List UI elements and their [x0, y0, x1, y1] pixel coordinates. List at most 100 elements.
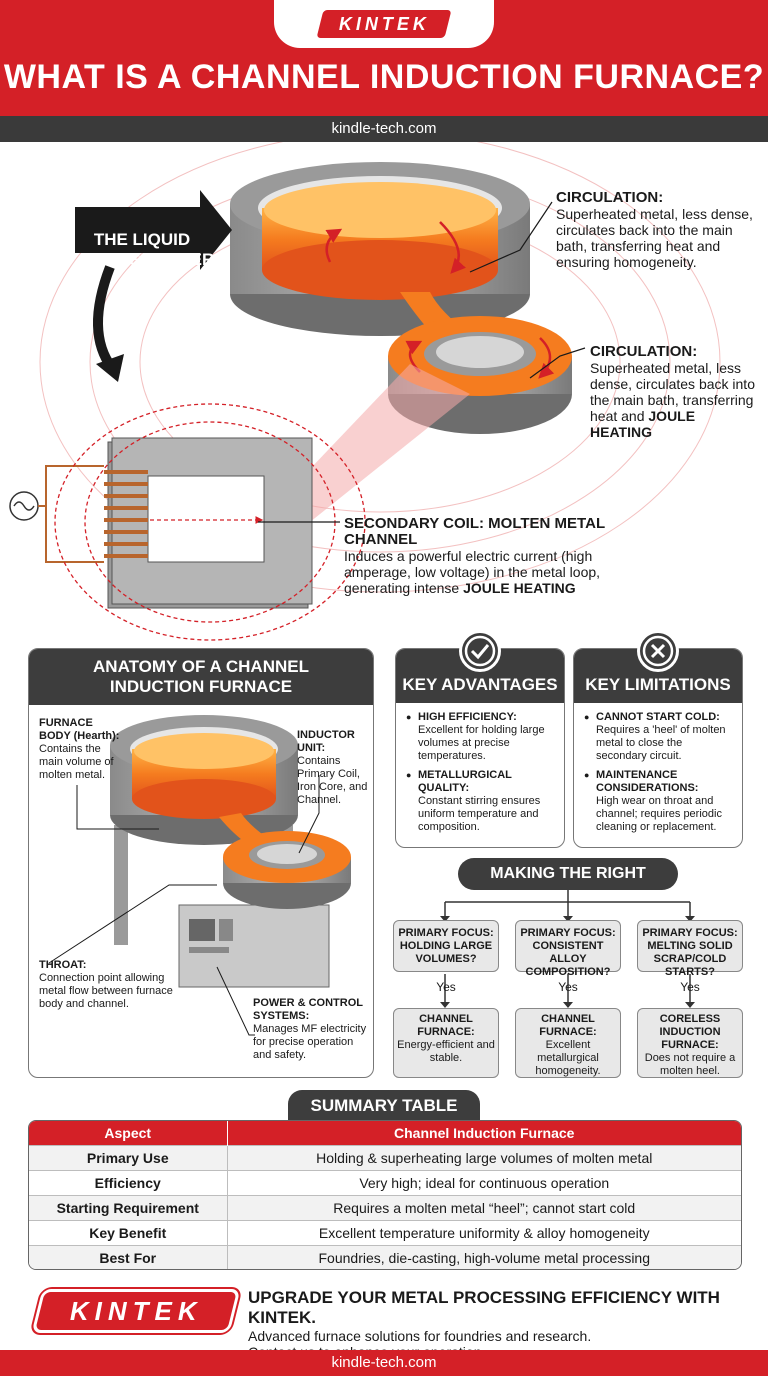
liquid-transformer-callout: THE LIQUID TRANSFORMER	[82, 230, 215, 269]
throat-text: Connection point allowing metal flow bet…	[39, 972, 173, 1010]
answer-text: Does not require a molten heel.	[644, 1052, 736, 1077]
circulation-mid-title: CIRCULATION:	[590, 343, 698, 360]
table-row: Primary Use Holding & superheating large…	[29, 1144, 741, 1170]
row-aspect: Primary Use	[29, 1144, 228, 1170]
circulation-mid-note: CIRCULATION: Superheated metal, less den…	[590, 343, 760, 441]
iron-core	[107, 437, 313, 609]
yes-label-2: Yes	[558, 980, 578, 994]
circulation-top-note: CIRCULATION: Superheated metal, less den…	[556, 189, 756, 271]
table-row: Starting Requirement Requires a molten m…	[29, 1194, 741, 1220]
row-value: Requires a molten metal “heel”; cannot s…	[227, 1194, 741, 1220]
choice-question-2: PRIMARY FOCUS: CONSISTENT ALLOY COMPOSIT…	[515, 920, 621, 978]
header-furnace: Channel Induction Furnace	[227, 1121, 741, 1145]
hero-section: THE LIQUID TRANSFORMER CIRCULATION: Supe…	[0, 142, 768, 642]
header-banner: KINTEK WHAT IS A CHANNEL INDUCTION FURNA…	[0, 0, 768, 116]
inductor-title: INDUCTOR UNIT:	[297, 729, 355, 754]
list-item: METALLURGICAL QUALITY:Constant stirring …	[406, 769, 556, 834]
power-title: POWER & CONTROL SYSTEMS:	[253, 997, 363, 1022]
throat-title: THROAT:	[39, 959, 87, 971]
inductor-text: Contains Primary Coil, Iron Core, and Ch…	[297, 755, 368, 806]
footer-logo-text: KINTEK	[69, 1295, 203, 1326]
inductor-unit-label: INDUCTOR UNIT: Contains Primary Coil, Ir…	[297, 729, 373, 807]
page-title: WHAT IS A CHANNEL INDUCTION FURNACE?	[3, 58, 765, 96]
item-text: Excellent for holding large volumes at p…	[418, 724, 545, 762]
advantages-card: KEY ADVANTAGES HIGH EFFICIENCY:Excellent…	[395, 630, 565, 848]
power-text: Manages MF electricity for precise opera…	[253, 1023, 367, 1061]
row-value: Excellent temperature uniformity & alloy…	[227, 1219, 741, 1245]
advantages-list: HIGH EFFICIENCY:Excellent for holding la…	[396, 703, 564, 834]
item-title: METALLURGICAL QUALITY:	[418, 769, 512, 794]
list-item: HIGH EFFICIENCY:Excellent for holding la…	[406, 711, 556, 763]
choice-question-3: PRIMARY FOCUS: MELTING SOLID SCRAP/COLD …	[637, 920, 743, 978]
check-icon	[459, 630, 501, 672]
choice-answer-1: CHANNEL FURNACE: Energy-efficient and st…	[393, 1008, 499, 1078]
row-aspect: Best For	[29, 1244, 228, 1269]
circulation-top-title: CIRCULATION:	[556, 189, 664, 206]
callout-arrow	[75, 190, 232, 270]
row-aspect: Efficiency	[29, 1169, 228, 1195]
kintek-logo-footer[interactable]: KINTEK	[35, 1292, 237, 1330]
secondary-coil-emph: JOULE HEATING	[463, 580, 576, 596]
answer-title: CHANNEL FURNACE:	[417, 1013, 475, 1038]
secondary-coil-note: SECONDARY COIL: MOLTEN METAL CHANNEL Ind…	[344, 515, 644, 597]
anatomy-panel: ANATOMY OF A CHANNEL INDUCTION FURNACE F…	[28, 648, 374, 1078]
answer-text: Energy-efficient and stable.	[397, 1039, 495, 1064]
logo-text: KINTEK	[338, 13, 430, 34]
circulation-mid-emph: JOULE HEATING	[590, 408, 696, 440]
item-title: HIGH EFFICIENCY:	[418, 711, 517, 723]
transformer-illustration	[9, 142, 721, 641]
header-aspect: Aspect	[29, 1121, 228, 1145]
secondary-coil-title: SECONDARY COIL: MOLTEN METAL CHANNEL	[344, 515, 605, 548]
list-item: CANNOT START COLD:Requires a 'heel' of m…	[584, 711, 734, 763]
advantages-title: KEY ADVANTAGES	[396, 649, 564, 703]
table-row: Key Benefit Excellent temperature unifor…	[29, 1219, 741, 1245]
limitations-panel: KEY LIMITATIONS CANNOT START COLD:Requir…	[573, 648, 743, 848]
table-header-row: Aspect Channel Induction Furnace	[29, 1121, 741, 1145]
furnace-body-label: FURNACE BODY (Hearth): Contains the main…	[39, 717, 123, 782]
choice-title: MAKING THE RIGHT CHOICE	[458, 858, 678, 914]
item-text: Constant stirring ensures uniform temper…	[418, 795, 541, 833]
throat-label: THROAT: Connection point allowing metal …	[39, 959, 189, 1011]
header-url[interactable]: kindle-tech.com	[0, 116, 768, 142]
summary-title: SUMMARY TABLE	[288, 1090, 480, 1122]
row-aspect: Key Benefit	[29, 1219, 228, 1245]
secondary-coil-body: Induces a powerful electric current (hig…	[344, 548, 601, 596]
cta-title: UPGRADE YOUR METAL PROCESSING EFFICIENCY…	[248, 1288, 720, 1327]
item-text: High wear on throat and channel; require…	[596, 795, 722, 833]
cta-line-1: Advanced furnace solutions for foundries…	[248, 1328, 592, 1344]
furnace-body-title: FURNACE BODY (Hearth):	[39, 717, 120, 742]
item-title: MAINTENANCE CONSIDERATIONS:	[596, 769, 699, 794]
anatomy-illustration	[48, 715, 351, 1036]
item-title: CANNOT START COLD:	[596, 711, 720, 723]
table-row: Efficiency Very high; ideal for continuo…	[29, 1169, 741, 1195]
row-value: Holding & superheating large volumes of …	[227, 1144, 741, 1170]
row-value: Very high; ideal for continuous operatio…	[227, 1169, 741, 1195]
anatomy-title: ANATOMY OF A CHANNEL INDUCTION FURNACE	[29, 649, 373, 705]
power-control-label: POWER & CONTROL SYSTEMS: Manages MF elec…	[253, 997, 371, 1062]
limitations-list: CANNOT START COLD:Requires a 'heel' of m…	[574, 703, 742, 834]
furnace-body-text: Contains the main volume of molten metal…	[39, 743, 114, 781]
row-aspect: Starting Requirement	[29, 1194, 228, 1220]
close-icon	[637, 630, 679, 672]
yes-label-1: Yes	[436, 980, 456, 994]
choice-question-1: PRIMARY FOCUS: HOLDING LARGE VOLUMES?	[393, 920, 499, 972]
table-row: Best For Foundries, die-casting, high-vo…	[29, 1244, 741, 1269]
summary-table: Aspect Channel Induction Furnace Primary…	[28, 1120, 742, 1270]
answer-text: Excellent metallurgical homogeneity.	[535, 1039, 601, 1077]
anatomy-title-line2: INDUCTION FURNACE	[109, 677, 293, 696]
circulation-top-body: Superheated metal, less dense, circulate…	[556, 206, 753, 270]
kintek-logo-top[interactable]: KINTEK	[316, 10, 452, 38]
choice-answer-2: CHANNEL FURNACE: Excellent metallurgical…	[515, 1008, 621, 1078]
row-value: Foundries, die-casting, high-volume meta…	[227, 1244, 741, 1269]
anatomy-title-line1: ANATOMY OF A CHANNEL	[93, 657, 309, 676]
circulation-mid-body: Superheated metal, less dense, circulate…	[590, 360, 755, 424]
limitations-card: KEY LIMITATIONS CANNOT START COLD:Requir…	[573, 630, 743, 848]
decision-connectors	[440, 890, 695, 1008]
answer-title: CHANNEL FURNACE:	[539, 1013, 597, 1038]
advantages-panel: KEY ADVANTAGES HIGH EFFICIENCY:Excellent…	[395, 648, 565, 848]
choice-answer-3: CORELESS INDUCTION FURNACE: Does not req…	[637, 1008, 743, 1078]
answer-title: CORELESS INDUCTION FURNACE:	[659, 1013, 721, 1051]
yes-label-3: Yes	[680, 980, 700, 994]
footer-url[interactable]: kindle-tech.com	[0, 1350, 768, 1376]
item-text: Requires a 'heel' of molten metal to clo…	[596, 724, 726, 762]
